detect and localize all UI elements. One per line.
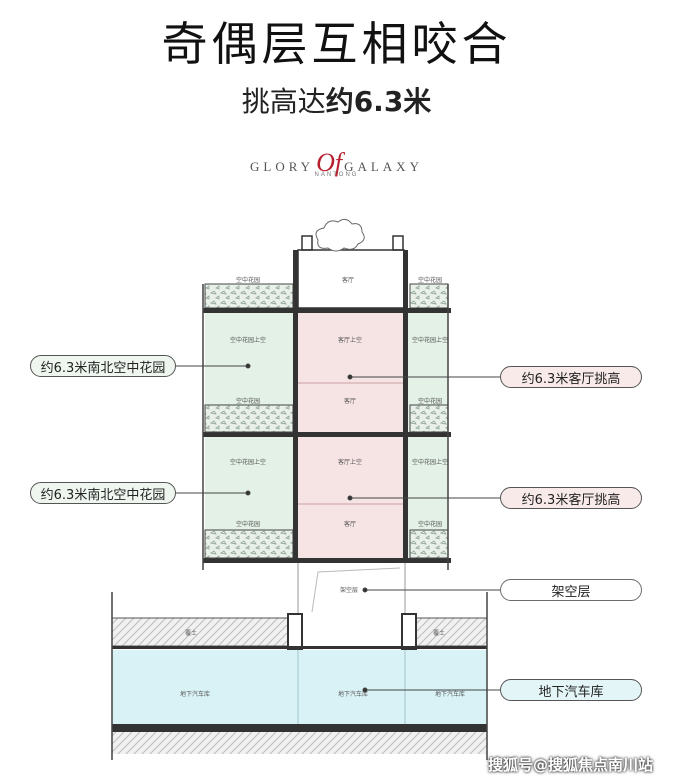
subtitle-highlight: 约6.3米	[325, 85, 432, 118]
logo-city: NANTONG	[314, 172, 359, 178]
page-title: 奇偶层互相咬合	[161, 17, 512, 71]
logo-word-left: GLORY	[250, 159, 315, 174]
core-left	[287, 613, 303, 651]
wall-left	[293, 250, 298, 562]
garage-area	[112, 650, 487, 724]
label-roof-living: 客厅	[342, 276, 354, 284]
label-soil-right: 覆土	[433, 629, 445, 637]
ground-slab	[112, 646, 487, 649]
subtitle-prefix: 挑高达	[241, 85, 326, 118]
logo-of: Of	[316, 148, 343, 177]
label-garage-center: 地下汽车库	[338, 690, 368, 698]
tree-icon	[315, 218, 365, 252]
label-living-2: 客厅	[344, 520, 356, 528]
slab-2	[203, 432, 451, 437]
leader-dot-garage	[362, 687, 368, 693]
parapet-right	[392, 235, 404, 251]
garden-planter-left-2	[204, 529, 294, 559]
wall-right	[403, 250, 408, 562]
leader-dot-garden-bottom	[245, 490, 251, 496]
roof-garden-left	[204, 283, 294, 309]
living-block-upper	[297, 312, 405, 434]
label-garden-upper-right-2: 空中花园上空	[412, 458, 448, 466]
callout-garage: 地下汽车库	[500, 679, 642, 701]
label-garden-left-1: 空中花园	[236, 397, 260, 405]
garden-planter-left-1	[204, 404, 294, 433]
label-garden-upper-left-1: 空中花园上空	[230, 336, 266, 344]
label-garage-left: 地下汽车库	[180, 690, 210, 698]
label-living-upper-1: 客厅上空	[338, 336, 362, 344]
leader-dot-living-top	[347, 374, 353, 380]
slab-3	[203, 558, 451, 563]
label-living-upper-2: 客厅上空	[338, 458, 362, 466]
label-garden-upper-right-1: 空中花园上空	[412, 336, 448, 344]
label-living-1: 客厅	[344, 397, 356, 405]
core-right	[401, 613, 417, 651]
label-garden-right-1: 空中花园	[418, 397, 442, 405]
leader-dot-stilt	[362, 587, 368, 593]
foundation-slab	[112, 724, 487, 732]
label-soil-left: 覆土	[185, 629, 197, 637]
parapet-left	[301, 235, 313, 251]
garden-planter-right-2	[409, 529, 449, 559]
label-roof-garden-right: 空中花园	[418, 276, 442, 284]
label-garage-right: 地下汽车库	[435, 690, 465, 698]
logo-word-right: GALAXY	[344, 159, 423, 174]
callout-living-top: 约6.3米客厅挑高	[500, 366, 642, 388]
watermark: 搜狐号@搜狐焦点南川站	[487, 756, 653, 774]
callout-living-bottom: 约6.3米客厅挑高	[500, 487, 642, 509]
soil-right	[404, 617, 488, 647]
callout-garden-bottom: 约6.3米南北空中花园	[30, 482, 176, 504]
label-garden-left-2: 空中花园	[236, 520, 260, 528]
leader-dot-living-bottom	[347, 495, 353, 501]
callout-garden-top: 约6.3米南北空中花园	[30, 355, 176, 377]
slab-1	[203, 308, 451, 313]
label-garden-right-2: 空中花园	[418, 520, 442, 528]
roof-garden-right	[409, 283, 449, 309]
label-stilt: 架空层	[340, 586, 358, 594]
foundation-soil	[112, 732, 487, 754]
garden-planter-right-1	[409, 404, 449, 433]
leader-dot-garden-top	[245, 363, 251, 369]
label-garden-upper-left-2: 空中花园上空	[230, 458, 266, 466]
stilt-ramp	[311, 567, 401, 613]
page-subtitle: 挑高达约6.3米	[0, 80, 673, 120]
label-roof-garden-left: 空中花园	[236, 276, 260, 284]
callout-stilt: 架空层	[500, 579, 642, 601]
soil-left	[111, 617, 299, 647]
